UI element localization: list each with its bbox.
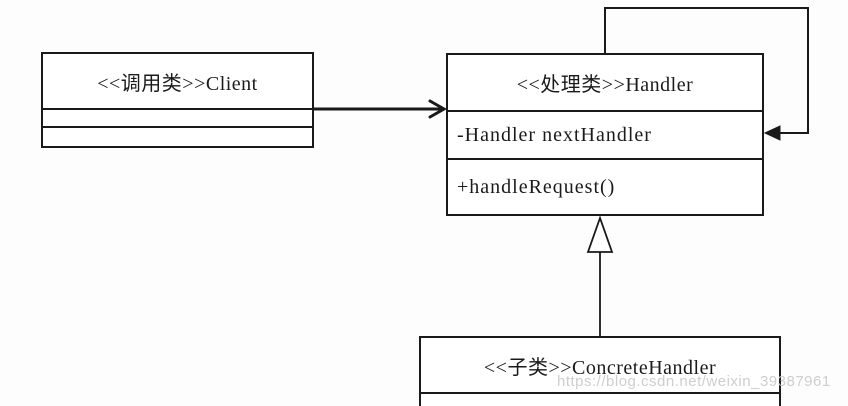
generalization-hollow-triangle-icon bbox=[586, 215, 614, 253]
concrete-handler-attributes-compartment bbox=[421, 392, 779, 406]
concrete-handler-class-box: <<子类>>ConcreteHandler bbox=[419, 336, 781, 406]
association-open-arrowhead-icon bbox=[428, 99, 448, 119]
client-attributes-compartment bbox=[43, 108, 312, 126]
client-methods-compartment bbox=[43, 126, 312, 146]
handler-method: +handleRequest() bbox=[448, 158, 762, 214]
handler-class-box: <<处理类>>Handler -Handler nextHandler +han… bbox=[446, 53, 764, 216]
client-class-title: <<调用类>>Client bbox=[97, 72, 258, 95]
self-association-filled-arrowhead-icon bbox=[763, 125, 781, 141]
handler-attribute: -Handler nextHandler bbox=[448, 110, 762, 158]
concrete-handler-class-title: <<子类>>ConcreteHandler bbox=[483, 356, 717, 379]
handler-class-title: <<处理类>>Handler bbox=[516, 74, 694, 96]
client-class-box: <<调用类>>Client bbox=[41, 52, 314, 148]
